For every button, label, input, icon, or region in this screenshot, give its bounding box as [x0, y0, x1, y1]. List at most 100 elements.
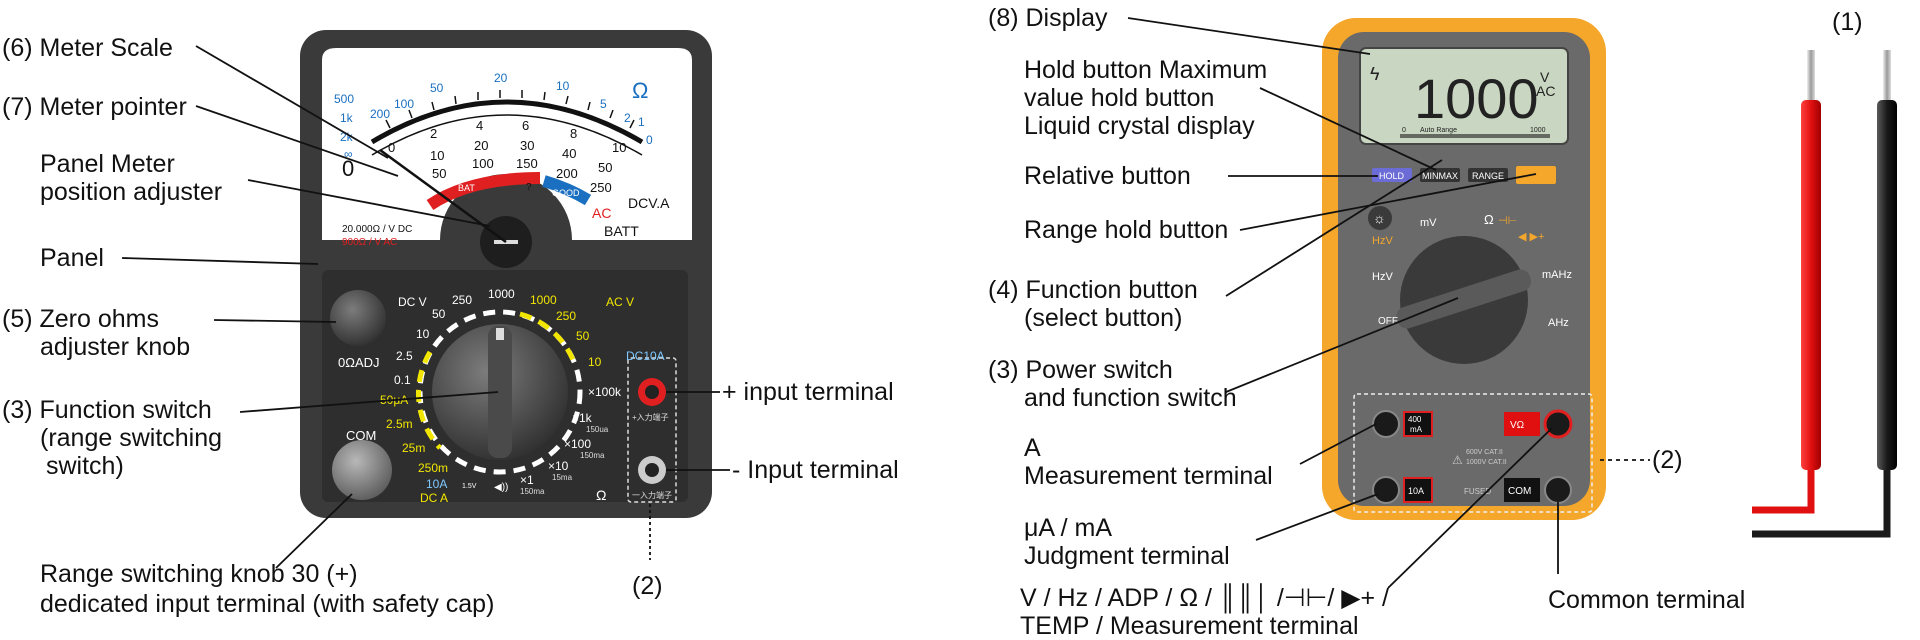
label-digital-terminals-num: (2)	[1652, 446, 1683, 474]
scale-ohm-500: 500	[334, 92, 354, 106]
dial-x10: ×10	[548, 459, 569, 473]
dial-v2-5: 2.5	[396, 349, 413, 363]
label-common-terminal: Common terminal	[1548, 586, 1746, 614]
label-display: (8) Display	[988, 4, 1108, 32]
lcd-unit-v: V	[1540, 69, 1550, 85]
scale-dc3-250: 250	[590, 180, 612, 195]
ua-ma-judgment-terminal[interactable]	[1372, 476, 1400, 504]
dial-x1: ×1	[520, 473, 534, 487]
scale-ohm-inf: ∞	[344, 147, 353, 161]
scale-ohm-100: 100	[394, 97, 414, 111]
digital-multimeter: ϟ 1000 V AC 0 Auto Range 1000 HOLD MINMA…	[1322, 18, 1606, 520]
label-function-switch-3: switch)	[46, 452, 124, 480]
dial-v50: 50	[432, 307, 446, 321]
dial-dcv: DC V	[398, 295, 427, 309]
label-meter-scale: (6) Meter Scale	[2, 34, 173, 62]
v-hz-measurement-terminal[interactable]	[1543, 409, 1573, 439]
label-power-switch-2: and function switch	[1024, 384, 1237, 412]
com-label-box	[1504, 478, 1540, 502]
scale-dc-6: 6	[522, 118, 529, 133]
label-hold-3: Liquid crystal display	[1024, 112, 1255, 140]
scale-dc3-200: 200	[556, 166, 578, 181]
hold-button-label: HOLD	[1379, 171, 1405, 181]
lcd-bar-zero: 0	[1402, 127, 1406, 134]
hold-button[interactable]	[1372, 168, 1412, 182]
range-button[interactable]	[1468, 168, 1508, 182]
backlight-button[interactable]	[1368, 206, 1392, 230]
minmax-button[interactable]	[1420, 168, 1460, 182]
scale-dc2-30: 30	[520, 138, 534, 153]
label-range-knob-1: Range switching knob 30 (+)	[40, 560, 358, 588]
scale-dcva-label: DCV.A	[628, 195, 670, 211]
fused-label: FUSED	[1464, 487, 1491, 496]
digital-terminal-area	[1353, 393, 1593, 513]
label-power-switch-1: (3) Power switch	[988, 356, 1173, 384]
scale-bat-label: BAT	[458, 183, 475, 193]
plus-terminal-jp: +入力端子	[632, 412, 669, 422]
scale-dc2-50: 50	[598, 160, 612, 175]
dial-x100k: ×100k	[588, 385, 622, 399]
meter-scale-arc	[370, 99, 644, 145]
test-leads	[1752, 50, 1897, 538]
scale-dc2-20: 20	[474, 138, 488, 153]
scale-batt-label: BATT	[604, 223, 639, 239]
lcd-auto-range: Auto Range	[1420, 127, 1457, 134]
a-measurement-terminal[interactable]	[1372, 410, 1400, 438]
range-switching-knob[interactable]	[332, 440, 392, 500]
dial-mahz: mAHz	[1542, 269, 1572, 281]
scale-dc3-100: 100	[472, 156, 494, 171]
label-hold-2: value hold button	[1024, 84, 1215, 112]
label-ua-terminal-2: Judgment terminal	[1024, 542, 1230, 570]
dc10a-label: DC10A	[626, 349, 665, 363]
dial-buzzer-icon: ◀))	[494, 482, 508, 493]
dial-v250: 250	[452, 293, 472, 307]
dial-acv: AC V	[606, 295, 634, 309]
label-range-hold: Range hold button	[1024, 216, 1229, 244]
dial-diode-icon: ◀ ▶+	[1518, 231, 1544, 243]
scale-good-label: GOOD	[552, 188, 580, 198]
dial-x1k: ×1k	[572, 411, 593, 425]
dial-ohm: Ω	[596, 487, 606, 503]
label-panel: Panel	[40, 244, 104, 272]
zero-ohms-adjuster-knob[interactable]	[330, 290, 386, 346]
label-analog-terminals-num: (2)	[632, 572, 663, 600]
label-relative: Relative button	[1024, 162, 1191, 190]
scale-ohm-zero: 0	[646, 133, 653, 147]
dial-acv-10: 10	[588, 355, 602, 369]
dial-off: OFF	[1378, 316, 1398, 327]
scale-dc2-10: 10	[430, 148, 444, 163]
dial-acv-50: 50	[576, 329, 590, 343]
analog-multimeter: 500 1k 2k ∞ 200 100 50 20 10 5 2 1 Ω 0 0…	[300, 30, 712, 518]
dial-ohm-digital: Ω	[1484, 212, 1494, 227]
scale-dc3-150: 150	[516, 156, 538, 171]
label-test-leads-num: (1)	[1832, 8, 1863, 36]
common-terminal[interactable]	[1544, 476, 1572, 504]
function-select-button[interactable]	[1516, 166, 1556, 184]
range-button-label: RANGE	[1472, 171, 1504, 181]
dial-ma250: 250m	[418, 461, 448, 475]
dial-x100: ×100	[564, 437, 591, 451]
scale-ohm-1k: 1k	[340, 111, 354, 125]
minmax-button-label: MINMAX	[1422, 171, 1458, 181]
dial-x10-sub: 15ma	[552, 473, 573, 482]
scale-left-zero: 0	[342, 156, 354, 181]
dial-acv-250: 250	[556, 309, 576, 323]
warning-cat2: 600V CAT.II	[1466, 449, 1503, 456]
warning-triangle-icon: ⚠	[1452, 453, 1463, 467]
scale-dc-2: 2	[430, 126, 437, 141]
dial-capacitor-icon: ⊣⊢	[1498, 215, 1517, 227]
scale-unknown-label: ?	[526, 182, 532, 193]
scale-ohm-20: 20	[494, 71, 508, 85]
scale-ac-label: AC	[592, 205, 611, 221]
label-v-terminal-1: V / Hz / ADP / Ω / ║║│ /⊣⊢/ ▶+ /	[1020, 584, 1389, 612]
scale-dc2-40: 40	[562, 146, 576, 161]
lcd-bargraph	[1400, 134, 1550, 138]
lcd-value: 1000	[1414, 67, 1539, 130]
label-panel-meter-adj-1: Panel Meter	[40, 150, 175, 178]
black-probe	[1877, 100, 1897, 470]
lcd-unit-ac: AC	[1536, 83, 1555, 99]
meter-scale-window	[322, 48, 692, 240]
label-ua-terminal-1: μA / mA	[1024, 514, 1113, 542]
dial-v1000: 1000	[488, 287, 515, 301]
scale-ohm-10: 10	[556, 79, 570, 93]
